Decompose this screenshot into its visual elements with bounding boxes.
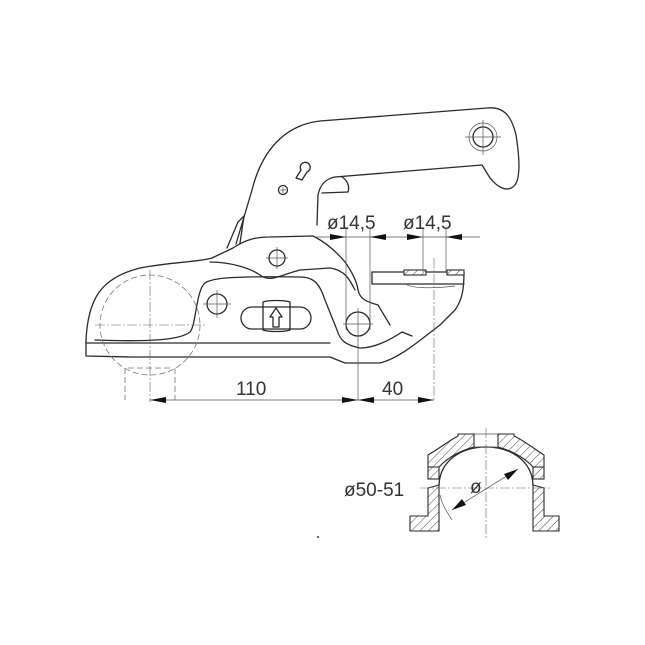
dim-bolt-hole-2: ø14,5 xyxy=(403,213,452,234)
body-hole-bolt xyxy=(343,308,373,400)
keyhole-icon xyxy=(295,161,311,181)
dim-length-110: 110 xyxy=(236,379,266,400)
stray-mark xyxy=(317,536,319,538)
dimensions-bottom: 110 40 xyxy=(150,379,434,403)
arrow-up-icon xyxy=(269,307,283,328)
side-view xyxy=(85,107,520,402)
coupling-body xyxy=(85,235,465,364)
section-hatch-1 xyxy=(403,269,427,276)
body-hole-left xyxy=(203,290,231,318)
section-hatch-2 xyxy=(446,269,465,276)
ball-hidden-outline xyxy=(95,270,205,402)
dim-length-40: 40 xyxy=(382,379,403,400)
handle-lever xyxy=(226,107,520,249)
handle-pivot-hole xyxy=(465,120,501,155)
dimensions-top: ø14,5 ø14,5 xyxy=(315,213,480,400)
body-hole-top xyxy=(266,247,288,269)
dim-section-diameter-symbol: ø xyxy=(470,477,482,498)
dim-ball-diameter: ø50-51 xyxy=(344,480,404,501)
dim-bolt-hole-1: ø14,5 xyxy=(327,213,376,234)
section-view: ø ø50-51 xyxy=(344,428,560,540)
wear-indicator xyxy=(240,299,312,333)
small-screw-icon xyxy=(277,184,289,196)
